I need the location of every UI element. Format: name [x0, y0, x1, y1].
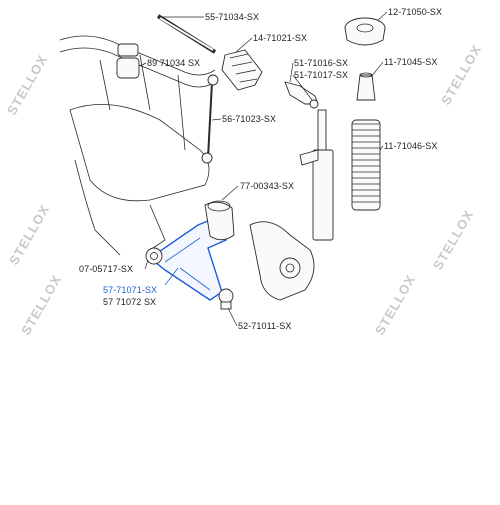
label-52-71011[interactable]: 52-71011-SX	[238, 321, 292, 331]
rear-bushing-top	[207, 200, 231, 212]
label-89-71034[interactable]: 89 71034 SX	[147, 58, 201, 68]
shock-body	[312, 149, 334, 241]
leader-line-4	[289, 62, 294, 83]
subframe-struts	[99, 54, 186, 151]
stabilizer-bushing-shape	[116, 57, 140, 79]
strut-mount-hole	[356, 23, 374, 33]
leader-line-9	[379, 145, 384, 151]
rear-bushing-shape	[204, 201, 235, 241]
tie-rod-end-ball	[309, 99, 319, 109]
control-arm-ribs	[164, 237, 211, 291]
label-12-71050[interactable]: 12-71050-SX	[388, 7, 443, 17]
steering-knuckle-shape	[249, 221, 315, 301]
hub-ring	[279, 257, 301, 279]
label-56-71023[interactable]: 56-71023-SX	[222, 114, 277, 124]
leader-line-12	[164, 267, 179, 286]
stabilizer-link-bottom-ball	[201, 152, 213, 164]
leader-line-6	[377, 11, 388, 21]
hub-center	[285, 263, 295, 273]
label-51-71016[interactable]: 51-71016-SX	[294, 58, 349, 68]
tie-rod-highlight	[159, 17, 214, 51]
leader-line-13	[227, 307, 238, 327]
steering-boot-ribs	[229, 53, 258, 83]
front-bushing-shape	[145, 247, 163, 265]
label-11-71046[interactable]: 11-71046-SX	[384, 141, 438, 151]
stabilizer-link-shape	[207, 81, 213, 159]
label-07-05717[interactable]: 07-05717-SX	[79, 264, 134, 274]
subframe-lower-outline	[74, 159, 166, 256]
leader-line-5	[292, 74, 313, 101]
shock-rod	[317, 109, 327, 151]
label-77-00343[interactable]: 77-00343-SX	[240, 181, 295, 191]
label-14-71021[interactable]: 14-71021-SX	[253, 33, 308, 43]
subframe-upper-outline	[69, 104, 210, 202]
front-bushing-hole	[150, 252, 158, 260]
stabilizer-link-top-ball	[207, 74, 219, 86]
stabilizer-bar-outline	[59, 35, 216, 88]
label-51-71017[interactable]: 51-71017-SX	[294, 70, 349, 80]
ball-joint-stud	[220, 301, 232, 310]
leader-line-10	[221, 185, 239, 201]
ball-joint-shape	[218, 288, 234, 304]
label-11-71045[interactable]: 11-71045-SX	[384, 57, 438, 67]
leader-line-11	[144, 259, 149, 270]
shock-bracket	[299, 149, 319, 166]
stabilizer-bracket-shape	[117, 43, 139, 57]
label-57-71071[interactable]: 57-71071-SX	[103, 285, 158, 295]
strut-mount-body	[344, 27, 386, 46]
label-55-71034[interactable]: 55-71034-SX	[205, 12, 260, 22]
label-57-71072[interactable]: 57 71072 SX	[103, 297, 157, 307]
leader-line-8	[211, 118, 222, 121]
leader-line-3	[139, 62, 147, 67]
bump-stop-top	[359, 72, 373, 78]
leader-line-2	[235, 37, 253, 53]
dust-boot-shape	[351, 119, 381, 211]
leader-line-7	[370, 61, 384, 78]
bump-stop-shape	[356, 74, 376, 101]
dust-boot-ribs	[352, 123, 380, 203]
